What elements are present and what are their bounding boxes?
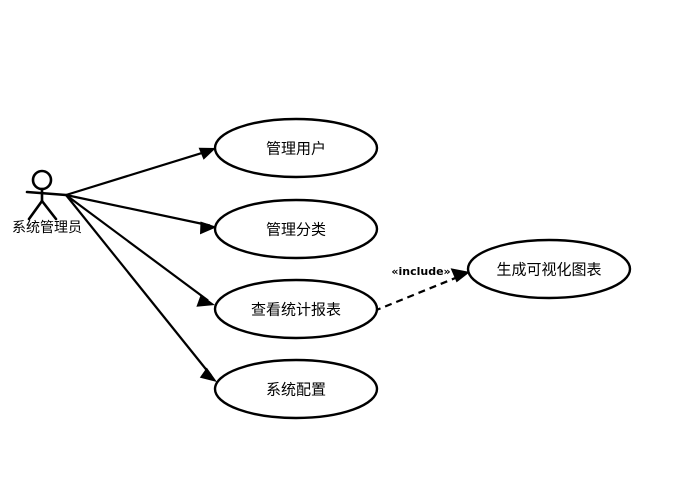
use-case-system-configuration[interactable]: 系统配置 <box>213 358 379 420</box>
use-case-manage-users[interactable]: 管理用户 <box>213 117 379 179</box>
actor-leg-right-icon <box>40 199 58 221</box>
use-case-ellipse <box>213 198 379 260</box>
use-case-ellipse <box>213 117 379 179</box>
association-view-statistics-report[interactable] <box>65 194 215 307</box>
association-manage-users[interactable] <box>65 147 216 197</box>
use-case-label: 生成可视化图表 <box>496 261 601 279</box>
include-relation[interactable] <box>373 268 470 313</box>
use-case-manage-categories[interactable]: 管理分类 <box>213 198 379 260</box>
use-case-label: 系统配置 <box>266 381 326 399</box>
association-line <box>65 149 210 197</box>
association-line <box>65 194 212 377</box>
association-system-configuration[interactable] <box>65 194 217 382</box>
association-manage-categories[interactable] <box>65 193 217 235</box>
use-case-ellipse <box>213 278 379 340</box>
use-case-generate-visual-chart[interactable]: 生成可视化图表 <box>466 238 632 300</box>
actor-system-administrator[interactable]: 系统管理员 <box>12 169 82 236</box>
use-case-view-statistics-report[interactable]: 查看统计报表 <box>213 278 379 340</box>
use-case-label: 管理分类 <box>266 221 326 239</box>
actor-leg-left-icon <box>27 199 44 221</box>
association-line <box>65 193 211 227</box>
use-case-label: 管理用户 <box>266 140 326 158</box>
arrow-head-icon <box>196 294 215 307</box>
actor-head-icon <box>31 169 53 191</box>
use-case-ellipse <box>466 238 632 300</box>
include-dashed-line <box>373 274 463 313</box>
arrow-head-icon <box>200 221 217 235</box>
association-group <box>65 147 217 382</box>
arrow-head-icon <box>198 147 216 160</box>
association-line <box>65 194 209 302</box>
use-case-ellipse <box>213 358 379 420</box>
include-arrow-head-icon <box>450 268 470 283</box>
include-stereotype-label: «include» <box>391 265 450 278</box>
actor-arms-icon <box>25 190 68 197</box>
use-case-label: 查看统计报表 <box>251 301 341 319</box>
actor-label: 系统管理员 <box>12 220 82 236</box>
arrow-head-icon <box>199 367 217 382</box>
